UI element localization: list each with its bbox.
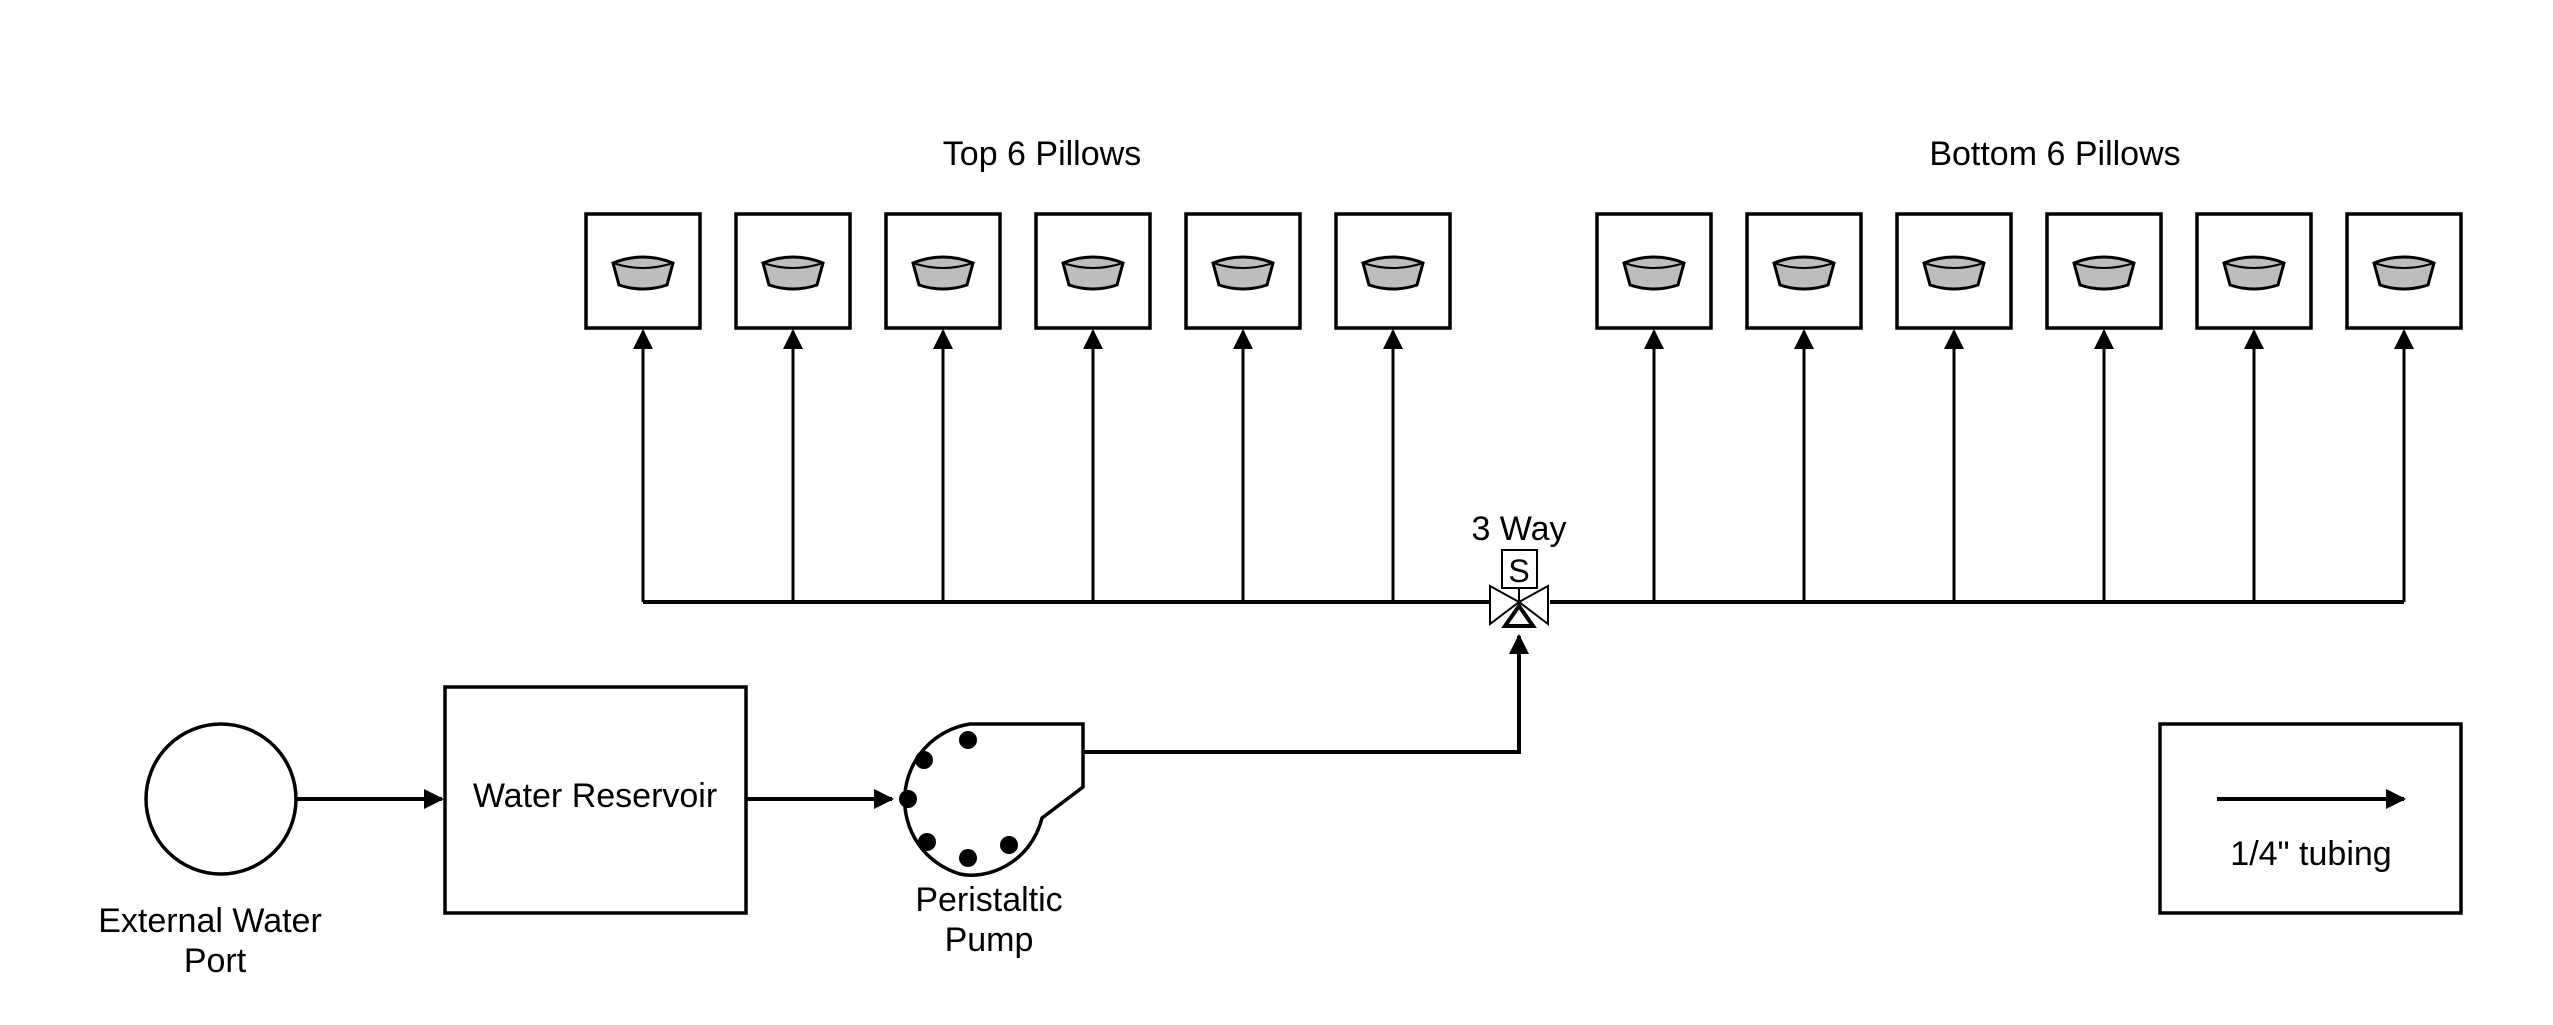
pillow-box-bottom-4 <box>2045 212 2163 330</box>
valve-body-icon <box>1489 584 1549 627</box>
pillow-box-bottom-6 <box>2345 212 2463 330</box>
legend-box <box>2158 722 2463 915</box>
reservoir-label: Water Reservoir <box>473 777 717 815</box>
pillow-array <box>584 212 2463 330</box>
three-way-valve: 3 Way S <box>1471 510 1567 628</box>
pillow-box-top-2 <box>734 212 852 330</box>
pillow-box-top-1 <box>584 212 702 330</box>
pump-body-icon <box>902 722 1085 877</box>
pillow-box-bottom-2 <box>1745 212 1863 330</box>
pillow-icon <box>1211 255 1275 291</box>
external-port-label-2: Port <box>184 942 247 980</box>
pillow-icon <box>1622 255 1686 291</box>
external-water-port <box>144 722 298 876</box>
pump-to-valve-line <box>1083 634 1529 754</box>
pillow-icon <box>2072 255 2136 291</box>
pillow-icon <box>761 255 825 291</box>
pillow-icon <box>2372 255 2436 291</box>
legend: 1/4" tubing <box>2158 722 2463 915</box>
water-reservoir <box>443 685 748 915</box>
pillow-icon <box>1361 255 1425 291</box>
valve-label: 3 Way <box>1471 510 1566 548</box>
pillow-icon <box>2222 255 2286 291</box>
pillow-icon <box>1772 255 1836 291</box>
pillow-box-bottom-1 <box>1595 212 1713 330</box>
external-port-label-1: External Water <box>98 902 322 940</box>
pillow-box-top-5 <box>1184 212 1302 330</box>
pillow-box-top-4 <box>1034 212 1152 330</box>
pillow-feed-lines <box>633 329 2414 602</box>
pillow-box-top-3 <box>884 212 1002 330</box>
bottom-group-label: Bottom 6 Pillows <box>1929 135 2180 173</box>
valve-solenoid-symbol: S <box>1508 553 1529 589</box>
top-group-label: Top 6 Pillows <box>943 135 1141 173</box>
peristaltic-pump <box>899 722 1085 877</box>
pillow-icon <box>611 255 675 291</box>
pillow-box-bottom-3 <box>1895 212 2013 330</box>
pillow-icon <box>1061 255 1125 291</box>
pillow-icon <box>911 255 975 291</box>
pillow-box-bottom-5 <box>2195 212 2313 330</box>
pillow-box-top-6 <box>1334 212 1452 330</box>
legend-label: 1/4" tubing <box>2230 835 2391 873</box>
pump-label-2: Pump <box>945 921 1034 959</box>
pump-label-1: Peristaltic <box>915 881 1062 919</box>
pillow-icon <box>1922 255 1986 291</box>
